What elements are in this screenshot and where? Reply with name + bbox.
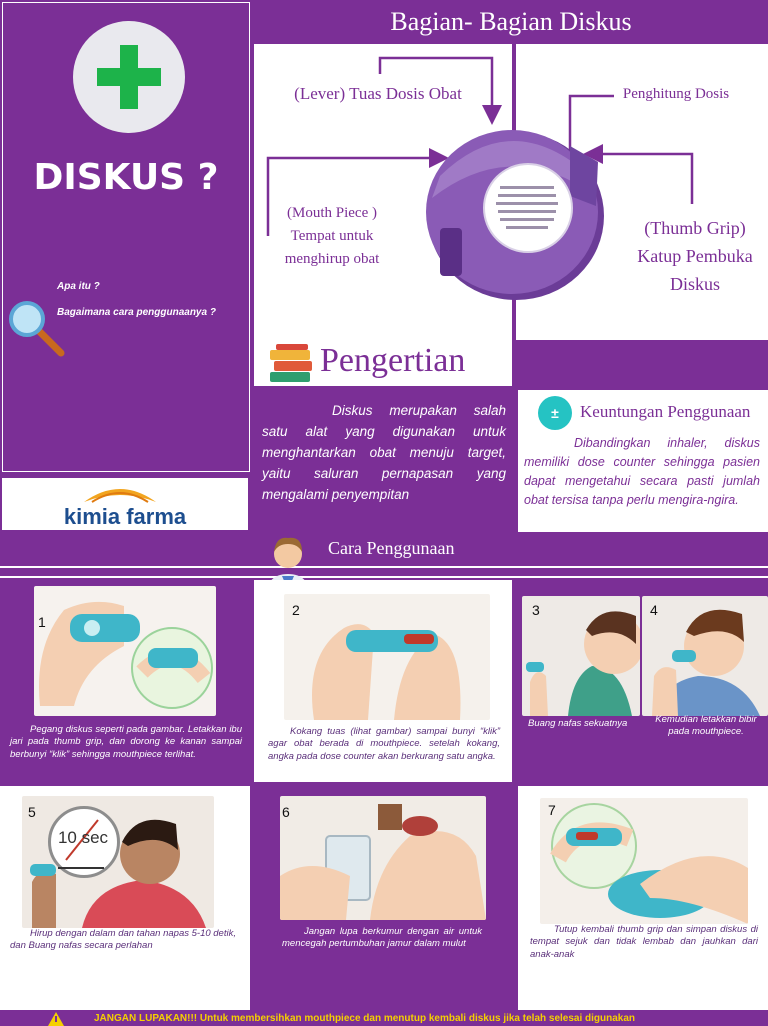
hold-breath-icon (30, 819, 206, 928)
step-4-image (642, 596, 768, 716)
cara-header-line-bottom (0, 576, 768, 578)
label-mouthpiece: (Mouth Piece ) Tempat untuk menghirup ob… (272, 202, 392, 271)
pengertian-panel: Diskus merupakan salah satu alat yang di… (254, 386, 512, 532)
step-1-text: Pegang diskus seperti pada gambar. Letak… (10, 724, 242, 760)
hand-holding-diskus-icon (39, 601, 213, 709)
brand-name: kimia farma (63, 504, 187, 529)
step-5-number: 5 (28, 804, 36, 820)
cara-title: Cara Penggunaan (328, 538, 455, 558)
step-1-image (34, 586, 216, 716)
plus-minus-icon: ± (538, 396, 572, 430)
keuntungan-panel: ± Keuntungan Penggunaan Dibandingkan inh… (518, 390, 768, 532)
label-thumb-grip-line1: (Thumb Grip) (644, 218, 746, 238)
step-6-text: Jangan lupa berkumur dengan air untuk me… (282, 926, 482, 950)
step-7-card: 7 Tutup kembali thumb grip dan simpan di… (518, 786, 768, 1010)
label-counter: Penghitung Dosis (622, 86, 730, 102)
step-3-4-card: 3 4 Buang nafas sekuatnya Kemudian letak… (518, 580, 768, 782)
label-lever: (Lever) Tuas Dosis Obat (294, 84, 462, 103)
plus-icon (97, 45, 161, 109)
keuntungan-body: Dibandingkan inhaler, diskus memiliki do… (524, 436, 760, 507)
step-4-text: Kemudian letakkan bibir pada mouthpiece. (655, 714, 757, 738)
label-mouthpiece-line1: (Mouth Piece ) (287, 205, 377, 221)
left-info-panel: DISKUS ? Apa itu ? Bagaimana cara penggu… (2, 2, 250, 472)
keuntungan-title: Keuntungan Penggunaan (580, 402, 751, 421)
breathe-out-icon (526, 611, 640, 716)
step-2-image (284, 594, 490, 720)
step-7-text: Tutup kembali thumb grip dan simpan disk… (530, 924, 758, 960)
diskus-device-image (426, 130, 604, 300)
footer-warning-text: JANGAN LUPAKAN!!! Untuk membersihkan mou… (94, 1013, 636, 1024)
label-mouthpiece-line3: menghirup obat (284, 251, 380, 267)
cocking-lever-icon (312, 624, 461, 720)
diskus-title: DISKUS ? (33, 157, 219, 198)
pengertian-title: Pengertian (320, 342, 466, 379)
step-3-number: 3 (532, 602, 540, 618)
step-5-text: Hirup dengan dalam dan tahan napas 5-10 … (10, 928, 236, 952)
step-6-card: 6 Jangan lupa berkumur dengan air untuk … (254, 786, 512, 1010)
step-2-text: Kokang tuas (lihat gambar) sampai bunyi … (268, 726, 500, 762)
step-4-number: 4 (650, 602, 658, 618)
step-2-card: 2 Kokang tuas (lihat gambar) sampai buny… (254, 580, 512, 782)
parts-diagram: (Lever) Tuas Dosis Obat Penghitung Dosis… (254, 44, 768, 340)
magnifier-icon (9, 301, 65, 357)
step-6-image (280, 796, 486, 920)
footer-warning: JANGAN LUPAKAN!!! Untuk membersihkan mou… (0, 1010, 768, 1026)
pengertian-title-area: Pengertian (254, 340, 512, 386)
step-1-card: 1 Pegang diskus seperti pada gambar. Let… (0, 580, 250, 782)
gargle-water-icon (280, 804, 486, 920)
cara-header-line-top (0, 566, 768, 568)
timer-icon (48, 806, 120, 878)
timer-hand-icon (58, 819, 104, 869)
question-what: Apa itu ? (57, 281, 100, 292)
step-2-number: 2 (292, 602, 300, 618)
step-6-number: 6 (282, 804, 290, 820)
parts-header: Bagian- Bagian Diskus (390, 7, 632, 36)
step-7-image (540, 798, 748, 924)
brand-panel: kimia farma (2, 478, 248, 530)
timer-label: 10 sec (57, 828, 109, 847)
question-how: Bagaimana cara penggunaanya ? (57, 307, 216, 318)
label-thumb-grip-line3: Diskus (669, 274, 720, 294)
step-7-number: 7 (548, 802, 556, 818)
cross-logo (73, 21, 185, 133)
label-thumb-grip: (Thumb Grip) Katup Pembuka Diskus (630, 214, 760, 298)
kimia-farma-logo-icon (84, 489, 156, 503)
books-icon (270, 344, 312, 382)
mouthpiece-lips-icon (652, 609, 760, 716)
label-mouthpiece-line2: Tempat untuk (290, 228, 374, 244)
warning-icon (48, 1012, 64, 1026)
step-3-text: Buang nafas sekuatnya (528, 718, 628, 729)
step-1-number: 1 (38, 614, 46, 630)
label-thumb-grip-line2: Katup Pembuka (637, 246, 753, 266)
step-5-card: 10 sec 5 Hirup dengan dalam dan tahan na… (0, 786, 250, 1010)
step-3-image (522, 596, 640, 716)
pengertian-body: Diskus merupakan salah satu alat yang di… (262, 403, 506, 502)
close-diskus-icon (550, 803, 748, 924)
